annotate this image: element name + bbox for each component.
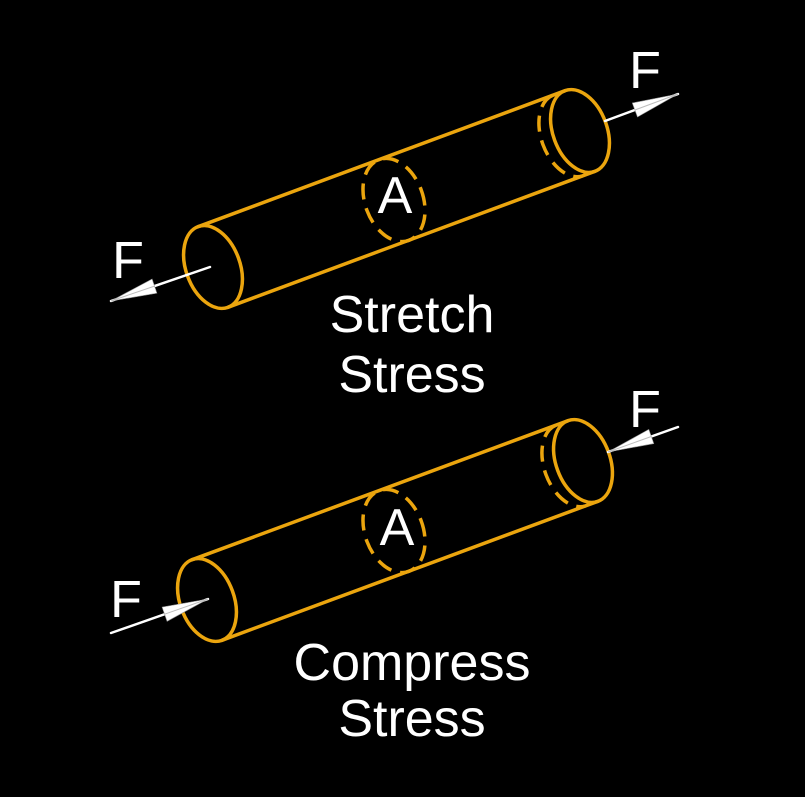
compress-right-force-arrow <box>606 425 680 454</box>
cylinder-right-end-hidden-edge <box>540 423 586 509</box>
arrow-head-shading <box>607 436 652 453</box>
cross-section-ellipse <box>361 487 427 575</box>
compress-caption-line2: Stress <box>338 690 485 748</box>
stretch-caption-line2: Stress <box>338 346 485 404</box>
cylinder-top-edge <box>190 418 570 562</box>
compress-right-force-label: F <box>629 381 661 439</box>
cylinder-right-end-hidden-edge <box>537 93 583 179</box>
stretch-right-force-label: F <box>629 42 661 100</box>
stretch-left-force-arrow <box>109 265 212 303</box>
compress-caption-line1: Compress <box>294 634 531 692</box>
cylinder-left-end-face <box>181 223 245 311</box>
stretch-left-force-label: F <box>112 232 144 290</box>
stretch-caption-line1: Stretch <box>330 286 495 344</box>
compress-diagram: F F A Compress Stress <box>109 381 680 748</box>
compress-left-force-label: F <box>110 571 142 629</box>
stretch-diagram: F F A Stretch Stress <box>109 42 680 404</box>
arrow-head-shading <box>634 93 679 111</box>
stretch-right-force-arrow <box>603 92 680 123</box>
cross-section-ellipse <box>361 156 427 244</box>
cylinder-top-edge <box>196 88 567 229</box>
arrow-head-shading <box>110 285 155 302</box>
stretch-cross-section-label: A <box>378 167 413 225</box>
compress-left-force-arrow <box>109 597 210 635</box>
compress-cross-section-label: A <box>380 499 415 557</box>
stretch-cylinder <box>181 87 612 311</box>
arrow-head-shading <box>164 598 209 615</box>
